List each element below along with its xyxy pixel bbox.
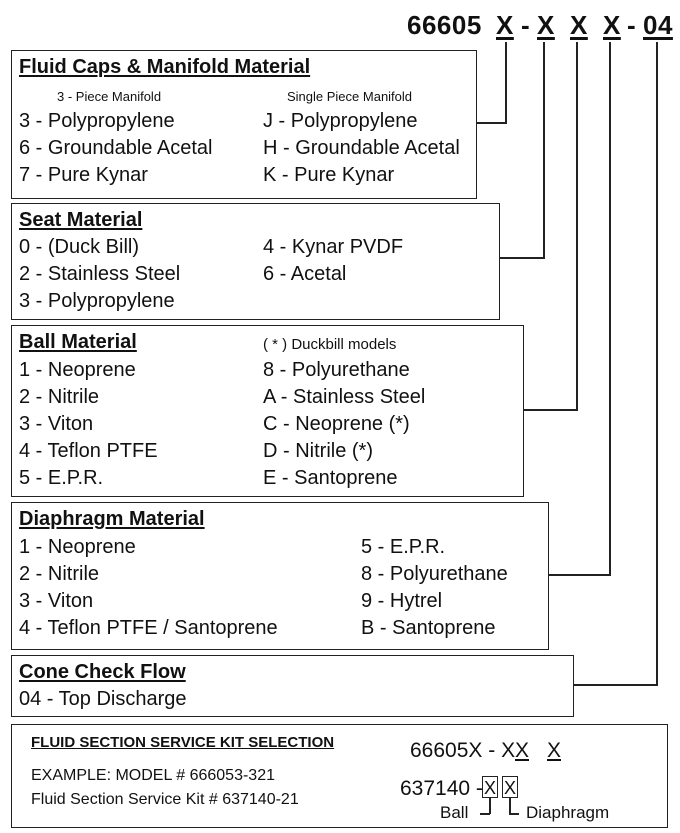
diaphragm-material-title: Diaphragm Material bbox=[19, 508, 205, 530]
ball-option: 3 - Viton bbox=[19, 413, 94, 435]
connector-seat-h bbox=[500, 257, 545, 259]
connector-seat-v bbox=[543, 42, 545, 259]
ball-option: 8 - Polyurethane bbox=[263, 359, 410, 381]
diaphragm-option: B - Santoprene bbox=[361, 617, 496, 639]
connector-ball-h bbox=[523, 409, 578, 411]
fluid-caps-section: Fluid Caps & Manifold Material 3 - Piece… bbox=[11, 50, 477, 199]
ball-option: D - Nitrile (*) bbox=[263, 440, 373, 462]
connector-diaphragm-v bbox=[609, 42, 611, 576]
model-slot-seat: X bbox=[537, 10, 555, 40]
seat-option: 4 - Kynar PVDF bbox=[263, 236, 404, 258]
ball-option: 1 - Neoprene bbox=[19, 359, 136, 381]
ball-pointer-h bbox=[480, 813, 490, 815]
connector-cone-v bbox=[656, 42, 658, 686]
cone-option: 04 - Top Discharge bbox=[19, 688, 187, 710]
service-kit-section: FLUID SECTION SERVICE KIT SELECTION EXAM… bbox=[11, 724, 668, 828]
fluid-caps-option: 7 - Pure Kynar bbox=[19, 164, 148, 186]
example-model-code: 66605X - X bbox=[410, 739, 516, 762]
connector-fluid-caps-v bbox=[505, 42, 507, 124]
diaphragm-option: 1 - Neoprene bbox=[19, 536, 136, 558]
cone-check-flow-title: Cone Check Flow bbox=[19, 661, 186, 683]
model-dash-1: - bbox=[521, 10, 531, 40]
service-kit-title: FLUID SECTION SERVICE KIT SELECTION bbox=[31, 734, 335, 751]
diaphragm-pointer-v bbox=[509, 798, 511, 814]
seat-option: 0 - (Duck Bill) bbox=[19, 236, 140, 258]
seat-option: 2 - Stainless Steel bbox=[19, 263, 181, 285]
seat-material-title: Seat Material bbox=[19, 209, 143, 231]
example-model-ball-slot: X bbox=[515, 739, 530, 762]
fluid-caps-title: Fluid Caps & Manifold Material bbox=[19, 56, 311, 78]
diaphragm-option: 4 - Teflon PTFE / Santoprene bbox=[19, 617, 278, 639]
diaphragm-label: Diaphragm bbox=[526, 803, 610, 822]
example-kit-number: Fluid Section Service Kit # 637140-21 bbox=[31, 791, 299, 808]
ball-option: 5 - E.P.R. bbox=[19, 467, 104, 489]
fluid-caps-option: H - Groundable Acetal bbox=[263, 137, 460, 159]
diaphragm-option: 2 - Nitrile bbox=[19, 563, 100, 585]
fluid-caps-option: 6 - Groundable Acetal bbox=[19, 137, 213, 159]
connector-diaphragm-h bbox=[548, 574, 611, 576]
example-kit-code: 637140 - bbox=[400, 777, 483, 800]
model-prefix: 66605 bbox=[407, 10, 482, 40]
connector-cone-h bbox=[573, 684, 658, 686]
ball-option: A - Stainless Steel bbox=[263, 386, 426, 408]
example-model: EXAMPLE: MODEL # 666053-321 bbox=[31, 767, 275, 784]
ball-pointer-v bbox=[489, 798, 491, 814]
kit-ball-box: X bbox=[482, 776, 498, 798]
ball-label: Ball bbox=[440, 803, 469, 822]
ball-option: 4 - Teflon PTFE bbox=[19, 440, 158, 462]
model-code-header: 66605 X - X X X - 04 bbox=[0, 10, 680, 44]
model-slot-ball: X bbox=[570, 10, 588, 40]
diaphragm-option: 9 - Hytrel bbox=[361, 590, 443, 612]
ball-material-title: Ball Material bbox=[19, 331, 137, 353]
model-slot-diaphragm: X bbox=[603, 10, 621, 40]
fluid-caps-option: 3 - Polypropylene bbox=[19, 110, 175, 132]
three-piece-manifold-label: 3 - Piece Manifold bbox=[57, 89, 162, 104]
ball-option: C - Neoprene (*) bbox=[263, 413, 410, 435]
diaphragm-option: 8 - Polyurethane bbox=[361, 563, 508, 585]
ball-option: E - Santoprene bbox=[263, 467, 398, 489]
model-slot-fluid-caps: X bbox=[496, 10, 514, 40]
fluid-caps-option: K - Pure Kynar bbox=[263, 164, 395, 186]
single-piece-manifold-label: Single Piece Manifold bbox=[287, 89, 413, 104]
model-dash-2: - bbox=[627, 10, 637, 40]
seat-material-section: Seat Material 0 - (Duck Bill) 2 - Stainl… bbox=[11, 203, 500, 320]
example-model-diaphragm-slot: X bbox=[547, 739, 562, 762]
model-slot-cone: 04 bbox=[643, 10, 673, 40]
connector-ball-v bbox=[576, 42, 578, 411]
diaphragm-material-section: Diaphragm Material 1 - Neoprene 2 - Nitr… bbox=[11, 502, 549, 650]
diaphragm-option: 3 - Viton bbox=[19, 590, 94, 612]
ball-option: 2 - Nitrile bbox=[19, 386, 100, 408]
fluid-caps-option: J - Polypropylene bbox=[263, 110, 418, 132]
seat-option: 6 - Acetal bbox=[263, 263, 347, 285]
diaphragm-pointer-h bbox=[509, 813, 519, 815]
diaphragm-option: 5 - E.P.R. bbox=[361, 536, 446, 558]
seat-option: 3 - Polypropylene bbox=[19, 290, 175, 312]
duckbill-note: ( * ) Duckbill models bbox=[263, 336, 397, 353]
kit-diaphragm-box: X bbox=[502, 776, 518, 798]
ball-material-section: Ball Material ( * ) Duckbill models 1 - … bbox=[11, 325, 524, 497]
cone-check-flow-section: Cone Check Flow 04 - Top Discharge bbox=[11, 655, 574, 717]
connector-fluid-caps-h bbox=[476, 122, 507, 124]
